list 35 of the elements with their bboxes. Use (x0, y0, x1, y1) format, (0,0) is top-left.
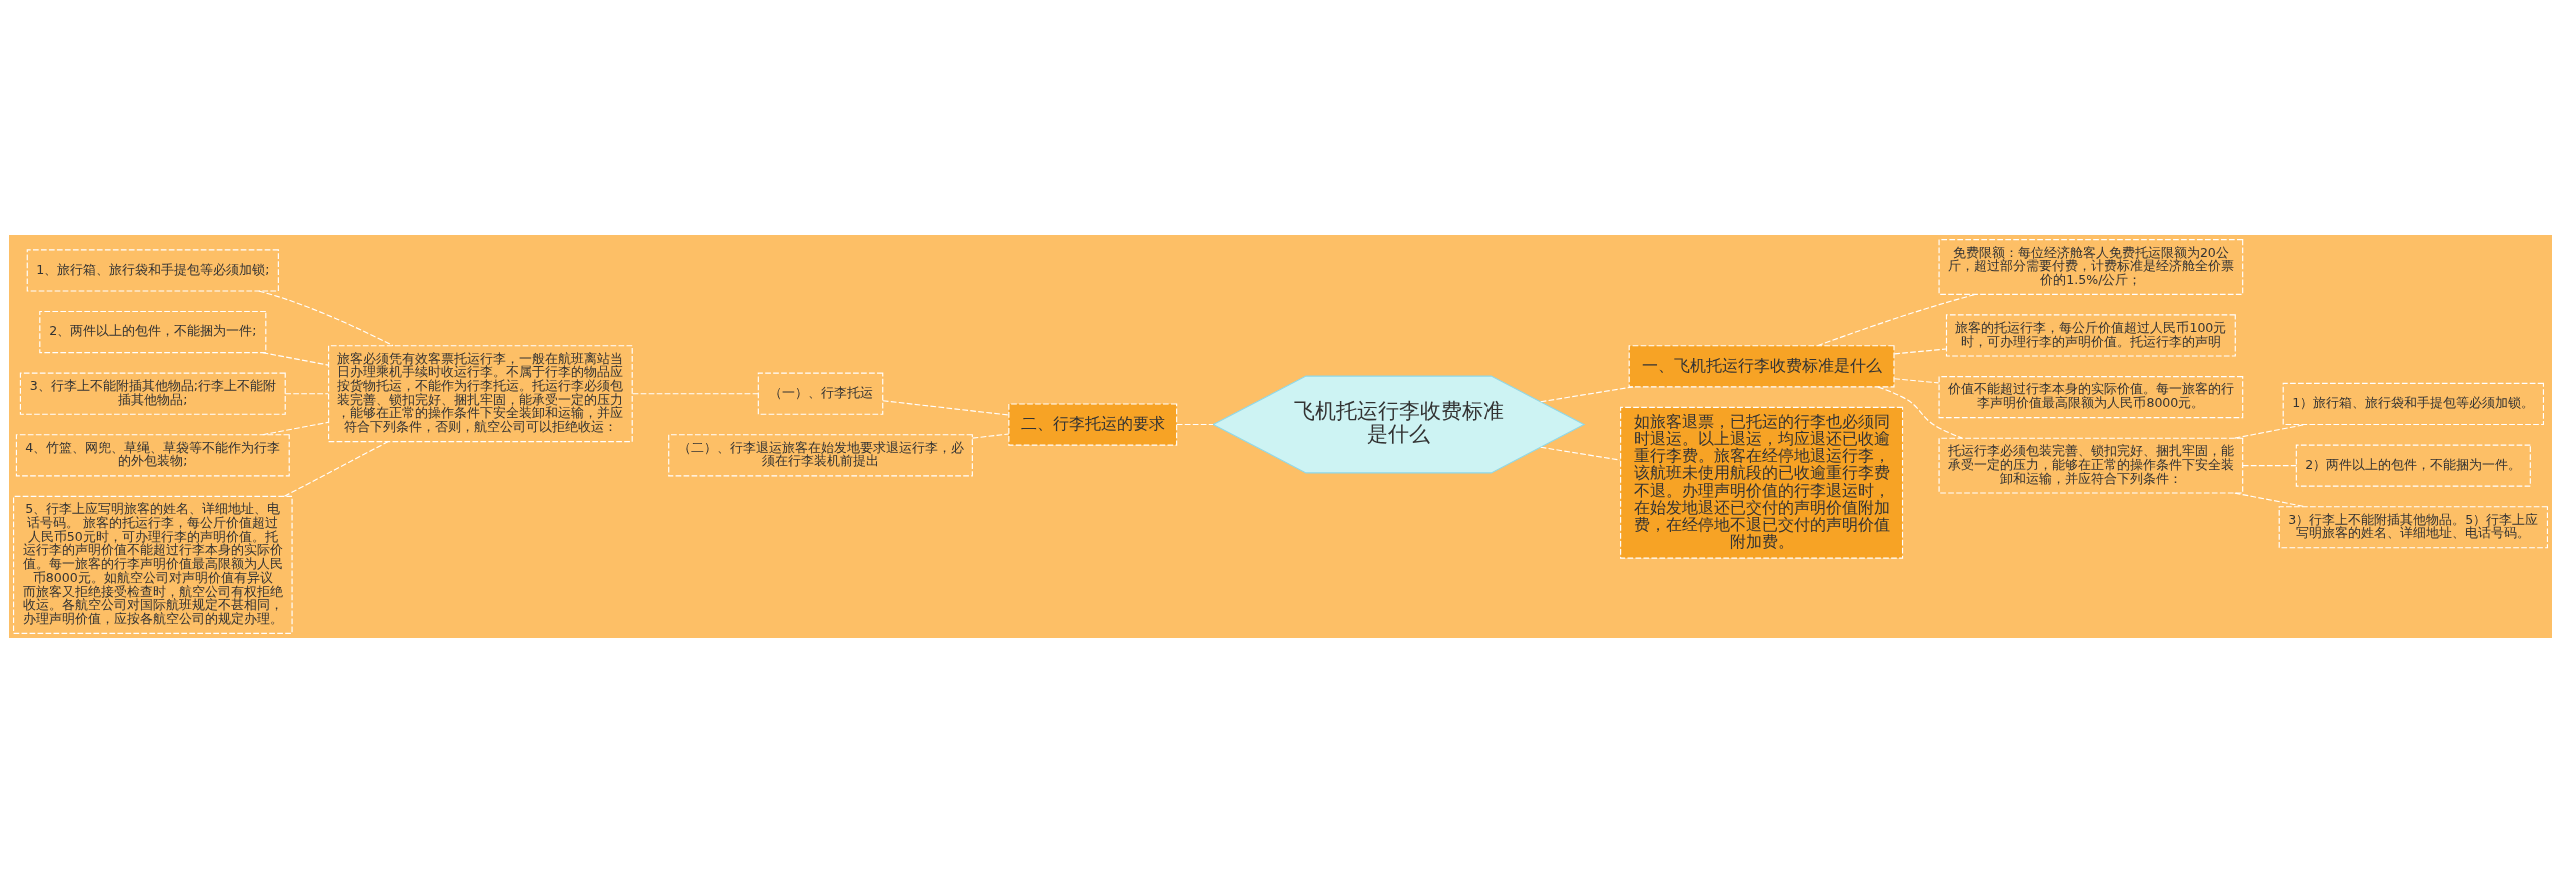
connector (284, 393, 329, 395)
node-box: 旅客必须凭有效客票托运行李，一般在航班离站当日办理乘机手续时收运行李。不属于行李的物品应按货物托运，不能作为行李托运。托运行李必须包装完善、锁扣完好、捆扎牢固，能承受一定的压力，能够在正常的操作条件下安全装卸和运输，并应符合下列条件，否则，航空公司可以拒绝收运： (327, 345, 633, 443)
connector (1175, 423, 1214, 426)
node-box: 4、竹篮、网兜、草绳、草袋等不能作为行李的外包装物; (15, 434, 290, 477)
node-box: 免费限额：每位经济舱客人免费托运限额为20公斤，超过部分需要付费，计费标准是经济舱全价票价的1.5%/公斤； (1938, 239, 2243, 295)
node-box: 1）旅行箱、旅行袋和手提包等必须加锁。 (2282, 382, 2544, 426)
node-box: （一）、行李托运 (757, 372, 883, 415)
connector (257, 290, 394, 347)
connector (881, 400, 1009, 416)
node-box: 价值不能超过行李本身的实际价值。每一旅客的行李声明价值最高限额为人民币8000元。 (1938, 376, 2243, 419)
node-box: 旅客的托运行李，每公斤价值超过人民币100元时，可办理行李的声明价值。托运行李的声明 (1945, 314, 2236, 357)
node-box: 3）行李上不能附插其他物品。5）行李上应写明旅客的姓名、详细地址、电话号码。 (2278, 506, 2548, 549)
node-box: 2）两件以上的包件，不能捆为一件。 (2295, 444, 2531, 487)
node-box: 如旅客退票，已托运的行李也必须同时退运。以上退运，均应退还已收逾重行李费。旅客在经停地退运行李，该航班未使用航段的已收逾重行李费不退。办理声明价值的行李退运时，在始发地退还已交付的声明价值附加费，在经停地不退已交付的声明价值附加费。 (1619, 406, 1903, 559)
node-box: 1、旅行箱、旅行袋和手提包等必须加锁; (26, 249, 279, 292)
connector (261, 352, 329, 366)
connector (261, 421, 329, 436)
node-box: 3、行李上不能附插其他物品;行李上不能附插其他物品; (19, 372, 286, 415)
connector (631, 393, 759, 395)
connector (1539, 446, 1621, 461)
connector (1876, 386, 1963, 439)
node-box: 2、两件以上的包件，不能捆为一件; (38, 310, 266, 354)
connector (1893, 378, 1939, 384)
node-box: （二）、行李退运旅客在始发地要求退运行李，必须在行李装机前提出 (667, 434, 973, 477)
connector (283, 441, 388, 497)
connector (1539, 386, 1634, 403)
connector (2233, 424, 2306, 439)
connector (2233, 492, 2306, 508)
connector (2241, 465, 2297, 467)
node-box: 托运行李必须包装完善、锁扣完好、捆扎牢固，能承受一定的压力，能够在正常的操作条件下安全装卸和运输，并应符合下列条件： (1938, 437, 2243, 494)
node-box: 二、行李托运的要求 (1007, 403, 1177, 446)
connector (971, 433, 1009, 439)
connector (1893, 348, 1947, 355)
node-box: 5、行李上应写明旅客的姓名、详细地址、电话号码。 旅客的托运行李，每公斤价值超过人民币50元时，可办理行李的声明价值。托运行李的声明价值不能超过行李本身的实际价值。每一旅客的行李声明价值最高限额为人民币8000元。如航空公司对声明价值有异议而旅客又拒绝接受检查时，航空公司有权拒绝收运。各航空公司对国际航班规定不甚相同，办理声明价值，应按各航空公司的规定办理。 (12, 495, 293, 634)
node-box: 一、飞机托运行李收费标准是什么 (1628, 345, 1895, 388)
